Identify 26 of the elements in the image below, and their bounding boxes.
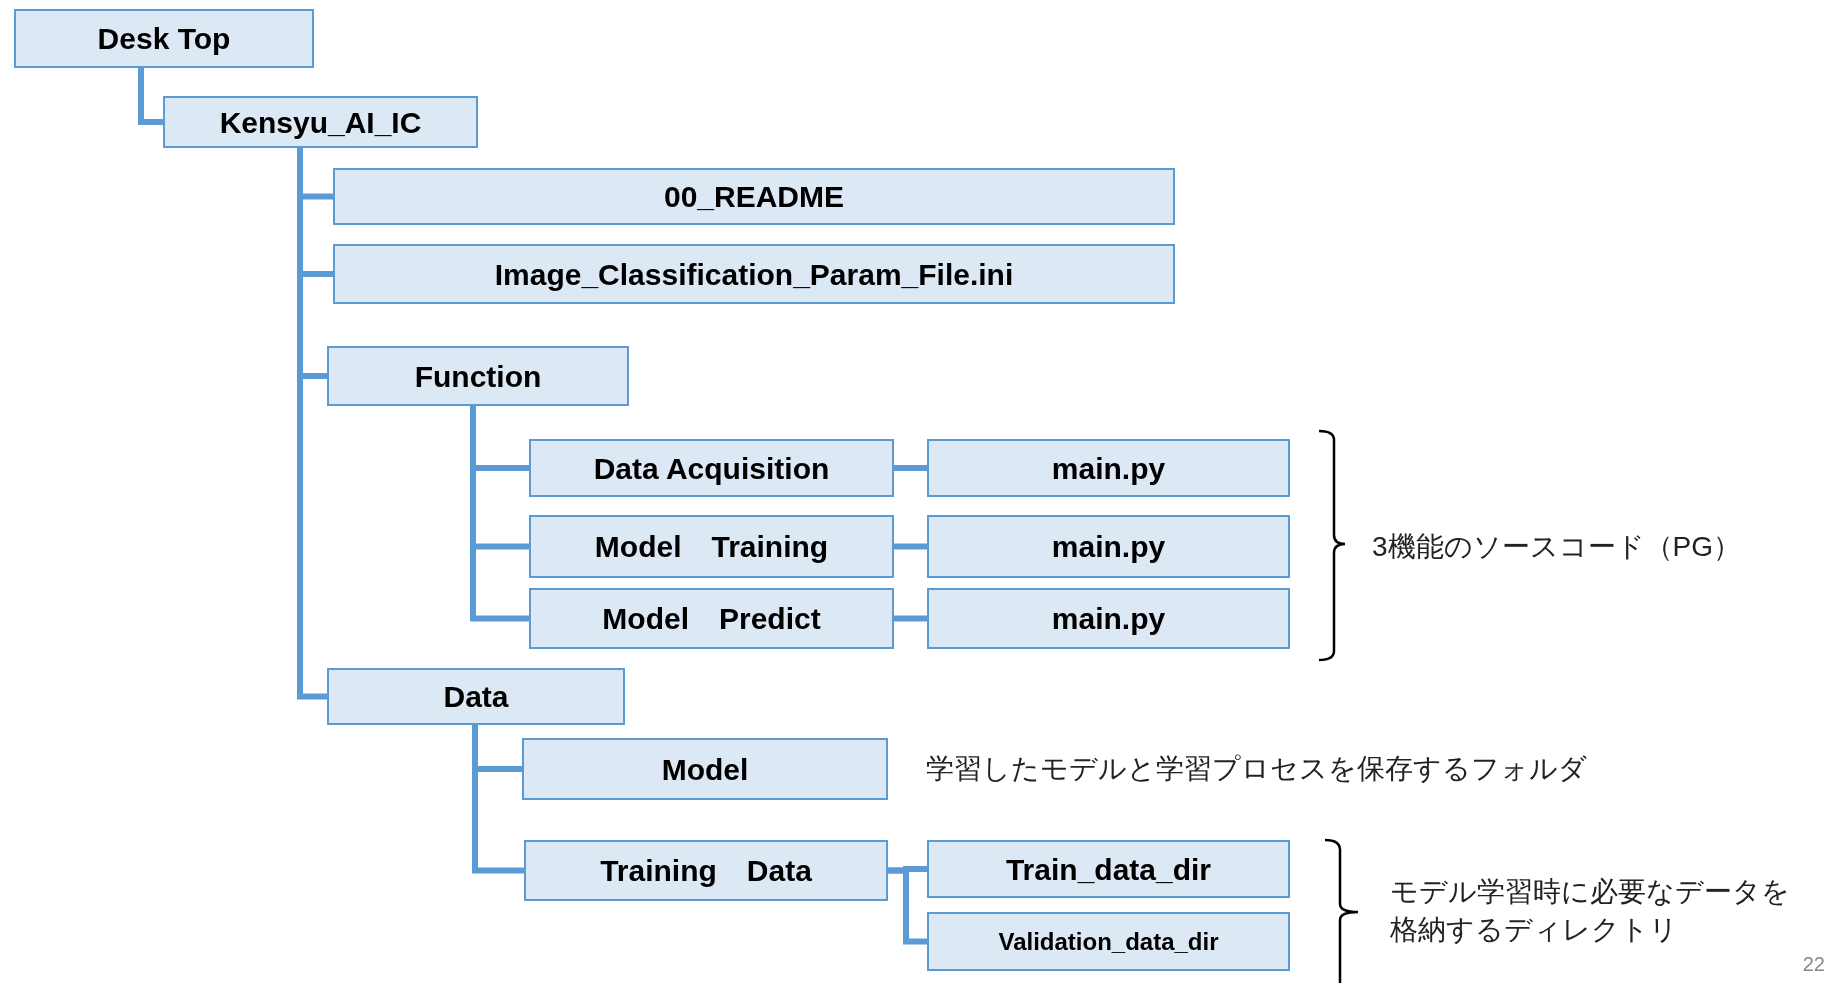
tree-connector (888, 867, 927, 945)
tree-connector (297, 148, 327, 700)
folder-box: Train_data_dir (927, 840, 1290, 898)
bracket-note: 3機能のソースコード（PG） (1372, 530, 1742, 564)
bracket-note: モデル学習時に必要なデータを格納するディレクトリ (1390, 875, 1790, 947)
folder-box: Training Data (524, 840, 888, 901)
tree-connector (894, 615, 927, 622)
folder-box: main.py (927, 439, 1290, 497)
folder-box: Validation_data_dir (927, 912, 1290, 971)
folder-box: 00_README (333, 168, 1175, 225)
tree-connector (894, 465, 927, 471)
tree-connector (894, 543, 927, 550)
folder-box: Kensyu_AI_IC (163, 96, 478, 148)
folder-description: 学習したモデルと学習プロセスを保存するフォルダ (926, 752, 1587, 786)
page-number: 22 (1802, 952, 1825, 977)
folder-box: Data Acquisition (529, 439, 894, 497)
folder-box: Data (327, 668, 625, 725)
folder-box: Function (327, 346, 629, 406)
folder-box: Model (522, 738, 888, 800)
tree-connector (138, 68, 163, 125)
folder-box: main.py (927, 588, 1290, 649)
folder-box: Image_Classification_Param_File.ini (333, 244, 1175, 304)
folder-box: Model Training (529, 515, 894, 578)
folder-box: main.py (927, 515, 1290, 578)
folder-box: Desk Top (14, 9, 314, 68)
folder-box: Model Predict (529, 588, 894, 649)
